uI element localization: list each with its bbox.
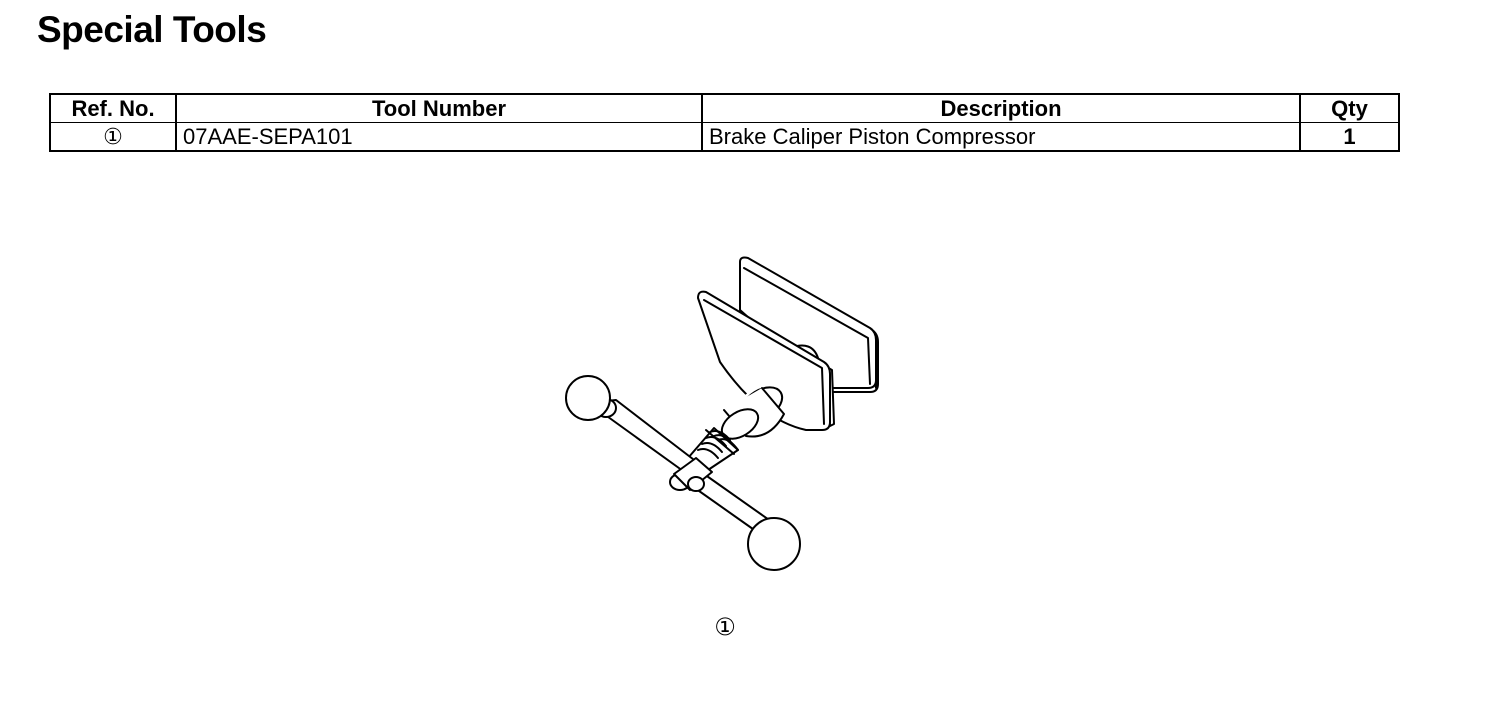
special-tools-table: Ref. No. Tool Number Description Qty ① 0… <box>49 93 1400 152</box>
cell-description: Brake Caliper Piston Compressor <box>701 122 1301 152</box>
cell-tool-number: 07AAE-SEPA101 <box>175 122 703 152</box>
header-ref-no: Ref. No. <box>49 93 177 123</box>
table-header-row: Ref. No. Tool Number Description Qty <box>49 93 1400 123</box>
cell-qty: 1 <box>1299 122 1400 152</box>
brake-caliper-piston-compressor-illustration <box>565 256 879 571</box>
header-description: Description <box>701 93 1301 123</box>
header-qty: Qty <box>1299 93 1400 123</box>
figure-ref-label: ① <box>714 614 736 641</box>
table-row: ① 07AAE-SEPA101 Brake Caliper Piston Com… <box>49 122 1400 152</box>
header-tool-number: Tool Number <box>175 93 703 123</box>
page-title: Special Tools <box>37 9 267 50</box>
cell-ref-no: ① <box>49 122 177 152</box>
